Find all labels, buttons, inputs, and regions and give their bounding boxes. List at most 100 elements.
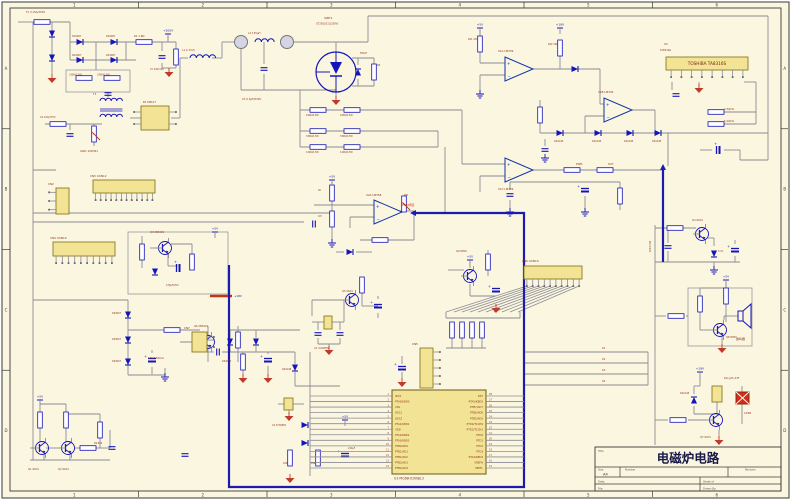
mcu-pin-name: PTB7/AD7 xyxy=(470,405,483,409)
ref-label: CN3 CON12 xyxy=(90,174,107,178)
ref-label: 120K/0.5W xyxy=(340,151,353,154)
ic-pin-pad xyxy=(175,123,177,125)
zone-col-label: 2 xyxy=(201,493,204,498)
ref-label: X2 32768Hz xyxy=(272,424,287,427)
ref-label: 1N4148 xyxy=(652,140,662,143)
mcu-pin-name: IRQ1 xyxy=(395,394,402,398)
ref-label: 1N4007 xyxy=(112,338,122,341)
ic-pin-pad xyxy=(86,262,88,264)
ref-label: 1N4007 xyxy=(106,35,116,38)
ground-symbol xyxy=(714,440,724,445)
mcu-pin-number: 15 xyxy=(489,465,492,468)
power-label: +300V xyxy=(163,29,174,33)
ic-pin-pad xyxy=(578,285,580,287)
resistor-symbol xyxy=(49,121,67,127)
bus-arrow xyxy=(410,210,416,216)
speaker-icon xyxy=(742,302,752,330)
resistor-symbol xyxy=(707,121,725,127)
mcu-pin-name: PTB3/AD3 xyxy=(395,461,408,465)
zone-row-label: A xyxy=(783,66,786,71)
ic-pin-pad xyxy=(680,76,683,78)
mcu-pin-name: VREFH xyxy=(474,461,483,465)
ic-pin-pad xyxy=(125,199,128,201)
mcu-pin-name: VSS xyxy=(395,405,400,409)
resistor-symbol xyxy=(371,63,377,81)
mcu-pin-number: 14 xyxy=(386,465,389,468)
ref-label: CY 222/1KV xyxy=(150,68,164,71)
transistor-emitter-arrow xyxy=(209,344,212,348)
opamp-minus: − xyxy=(508,74,511,79)
ic-pin-pad xyxy=(105,199,107,201)
ref-label: 330K/0.5W xyxy=(97,74,110,77)
ref-label: 1N4007 xyxy=(72,35,82,38)
ground-symbol xyxy=(694,88,704,93)
fan-wire xyxy=(477,285,551,313)
ic-pin-pad xyxy=(731,76,734,78)
fan-wire xyxy=(469,285,545,313)
transistor-symbol xyxy=(713,421,720,427)
ref-label: K1 xyxy=(602,346,606,350)
zone-col-label: 5 xyxy=(587,3,590,8)
potentiometer-wiper xyxy=(92,132,101,141)
ref-label: 1N4148 xyxy=(680,392,690,395)
ref-label: Q3 2N5401 xyxy=(150,230,165,234)
mcu-pin-number: 1 xyxy=(388,393,390,396)
mcu-pin-number: 24 xyxy=(489,415,492,418)
ground-symbol xyxy=(285,478,295,483)
mcu-pin-name: PTA3/KBD3 xyxy=(395,438,410,442)
power-label: +5V xyxy=(212,227,219,231)
transistor-symbol xyxy=(65,449,72,455)
opamp-symbol xyxy=(603,97,634,123)
ground-symbol xyxy=(331,100,341,105)
mcu-pin-name: PTD5/T1CH1 xyxy=(467,427,484,431)
ref-label: CN4 CON10 xyxy=(50,236,67,240)
diode-symbol xyxy=(691,397,697,404)
ref-label: Q2 9014 xyxy=(58,467,69,471)
title-block-field: Size xyxy=(598,468,604,472)
sheet-size: A4 xyxy=(603,473,608,477)
mcu-pin-number: 22 xyxy=(489,426,492,429)
ref-label: RP1 xyxy=(404,194,409,197)
ic-pin-pad xyxy=(133,123,135,125)
resistor-symbol xyxy=(449,321,455,339)
ic-part-number: TOSHIBA TA8316S xyxy=(687,61,727,66)
transistor-symbol xyxy=(349,301,356,307)
diode-symbol xyxy=(571,66,578,72)
ic-pin-pad xyxy=(104,262,107,264)
ic-pin-pad xyxy=(110,199,112,201)
transistor-symbol xyxy=(349,293,356,299)
ref-label: L2 135μH xyxy=(248,31,261,35)
ref-label: GT25Q101(1200V) xyxy=(316,23,338,26)
ref-label: Q6 2N5401 xyxy=(194,324,209,328)
ref-label: Q9 8050 xyxy=(456,249,467,253)
bus-arrow xyxy=(660,164,666,170)
fan-wire xyxy=(485,285,557,313)
mcu-pin-number: 6 xyxy=(388,421,390,424)
ic-pin-pad xyxy=(48,191,50,194)
ref-label: Q4 9014 xyxy=(692,218,703,222)
ref-label: R9 820 xyxy=(94,442,103,445)
ref-label: 2K xyxy=(318,189,321,192)
cap-plus: + xyxy=(174,260,177,264)
resistor-symbol xyxy=(103,75,121,81)
cap-plus: + xyxy=(727,245,730,249)
opamp-symbol xyxy=(504,56,535,82)
mcu-body xyxy=(391,389,487,475)
fan-wire xyxy=(445,285,528,313)
ref-label: 330K/0.5W xyxy=(69,74,82,77)
ref-label: C2 104/275V xyxy=(40,116,56,119)
resistor-symbol xyxy=(135,39,153,45)
resistor-symbol xyxy=(359,276,365,294)
ic-pin-pad xyxy=(549,285,551,287)
ground-symbol xyxy=(324,350,334,355)
diode-symbol xyxy=(346,249,353,255)
ic-body xyxy=(140,105,170,131)
mcu-pin-name: VREFL xyxy=(475,466,484,470)
mcu-pin-name: PTA4/KBD4 xyxy=(469,455,484,459)
opamp-minus: − xyxy=(508,175,511,180)
resistor-symbol xyxy=(63,411,69,429)
mcu-pin-number: 18 xyxy=(489,449,492,452)
cap-plus: + xyxy=(260,355,263,359)
ic-pin-pad xyxy=(151,199,154,201)
